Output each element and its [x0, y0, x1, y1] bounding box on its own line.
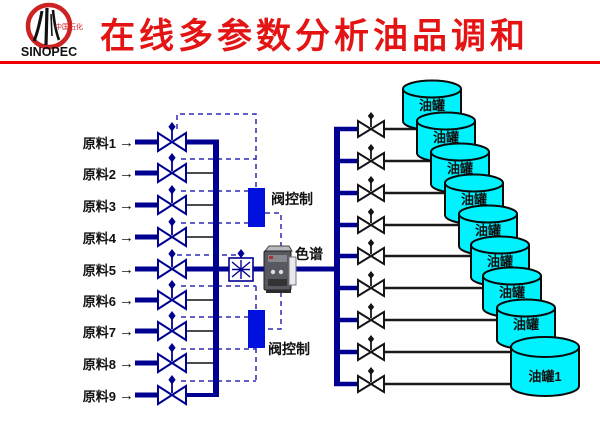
slide-title: 在线多参数分析油品调和 [100, 17, 530, 56]
tank-label: 油罐 [418, 98, 445, 113]
material-label-row: 原料8 → [40, 354, 134, 372]
material-label-row: 原料4 → [40, 228, 134, 246]
valve-controller-bottom-box [248, 310, 265, 348]
tank-label: 油罐 [460, 192, 487, 207]
flow-arrow: → [119, 164, 134, 182]
tank-label: 油罐 [446, 161, 473, 176]
control-signal-lines [176, 113, 282, 382]
material-label: 原料4 [82, 230, 116, 246]
flow-arrow: → [119, 386, 134, 404]
material-label: 原料7 [82, 324, 116, 340]
material-label: 原料6 [82, 293, 116, 309]
material-label-row: 原料9 → [40, 386, 134, 404]
logo-cn-text: 中国石化 [55, 22, 83, 31]
flow-arrow: → [119, 228, 134, 246]
valve-controller-top-box [248, 188, 265, 227]
logo-brand-text: SINOPEC [21, 45, 77, 59]
material-label: 原料9 [82, 388, 116, 404]
flow-arrow: → [119, 291, 134, 309]
chromatograph-icon [263, 245, 297, 293]
sinopec-logo-icon: 中国石化 SINOPEC [21, 2, 83, 59]
tank-branch-pipes [334, 126, 545, 387]
material-label-row: 原料3 → [40, 196, 134, 214]
tank-label: 油罐 [498, 285, 525, 300]
chromatograph-label: 色谱 [295, 246, 323, 262]
valve-controller-top-label: 阀控制 [271, 191, 313, 207]
material-label-row: 原料7 → [40, 322, 134, 340]
flow-arrow: → [119, 354, 134, 372]
material-label-row: 原料2 → [40, 164, 134, 182]
title-divider [0, 61, 600, 64]
tank-label: 油罐 [486, 254, 513, 269]
tank-label: 油罐 [512, 317, 539, 332]
material-label: 原料8 [82, 356, 116, 372]
tank-farm [402, 79, 580, 397]
flow-arrow: → [119, 196, 134, 214]
flow-arrow: → [119, 133, 134, 151]
tank-shape-large [510, 336, 580, 397]
tank-label-main: 油罐1 [528, 369, 562, 384]
tank-label: 油罐 [474, 223, 501, 238]
material-label: 原料2 [82, 166, 116, 182]
material-label: 原料3 [82, 198, 116, 214]
tank-label: 油罐 [432, 130, 459, 145]
flow-arrow: → [119, 322, 134, 340]
material-label-row: 原料6 → [40, 291, 134, 309]
material-label: 原料5 [82, 262, 116, 278]
material-label-row: 原料5 → [40, 260, 134, 278]
material-label-row: 原料1 → [40, 133, 134, 151]
valve-controller-bottom-label: 阀控制 [268, 341, 310, 357]
flow-arrow: → [119, 260, 134, 278]
material-label: 原料1 [82, 135, 116, 151]
mixer-icon [228, 249, 254, 282]
